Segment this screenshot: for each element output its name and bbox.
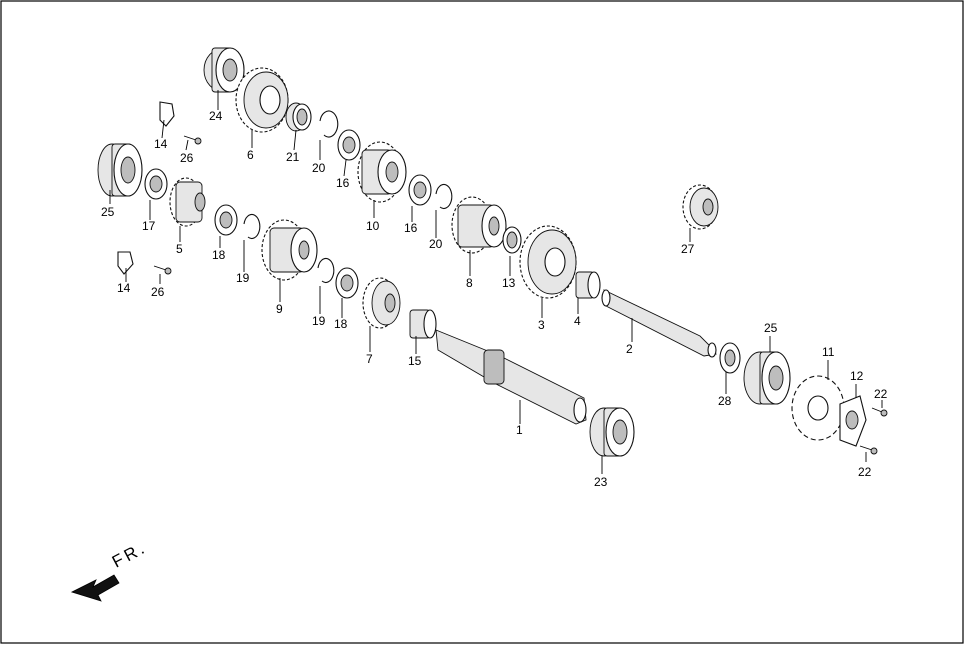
callout: 3 (538, 318, 545, 332)
part-18-splined-washer-2 (335, 267, 359, 299)
part-6-gear (235, 67, 289, 133)
callout: 5 (176, 242, 183, 256)
callout: 20 (312, 161, 326, 175)
callout: 28 (718, 394, 732, 408)
callout: 19 (236, 271, 250, 285)
part-14-plate-2 (117, 251, 134, 275)
part-24-bearing (203, 47, 245, 93)
part-22-bolt-2 (859, 445, 878, 455)
callout: 23 (594, 475, 608, 489)
part-3-gear (519, 225, 577, 299)
callout: 22 (874, 387, 888, 401)
part-26-bolt (183, 135, 202, 145)
part-1-main-shaft (435, 329, 587, 425)
part-5-gear (169, 177, 206, 227)
part-4-bushing (575, 271, 601, 299)
callout: 15 (408, 354, 422, 368)
callout: 4 (574, 314, 581, 328)
part-16-splined-washer-2 (408, 174, 432, 206)
callout: 19 (312, 314, 326, 328)
callout: 8 (466, 276, 473, 290)
part-22-bolt (871, 407, 888, 417)
callout: 14 (154, 137, 168, 151)
part-17-splined-washer (144, 168, 168, 200)
callout: 13 (502, 276, 516, 290)
callout: 16 (336, 176, 350, 190)
callout: 7 (366, 352, 373, 366)
callout: 17 (142, 219, 156, 233)
callout: 14 (117, 281, 131, 295)
part-12-plate (839, 395, 867, 447)
part-18-splined-washer (214, 204, 238, 236)
part-7-gear (362, 277, 401, 329)
callout: 25 (764, 321, 778, 335)
part-16-splined-washer (337, 129, 361, 161)
callout: 20 (429, 237, 443, 251)
callout: 11 (822, 345, 835, 359)
part-14-plate (159, 101, 175, 127)
callout-labels: 24 6 14 26 21 20 16 25 17 5 18 19 10 16 … (101, 109, 888, 489)
part-23-bearing (589, 407, 635, 457)
part-8-gear (451, 196, 507, 254)
callout: 27 (681, 242, 695, 256)
part-26-bolt-2 (153, 265, 172, 275)
callout: 26 (180, 151, 194, 165)
callout: 18 (334, 317, 348, 331)
callout: 26 (151, 285, 165, 299)
callout: 21 (286, 150, 300, 164)
front-direction-arrow-icon (70, 574, 120, 602)
callout: 9 (276, 302, 283, 316)
part-9-gear (261, 219, 318, 281)
callout: 2 (626, 342, 633, 356)
part-25-bearing-2 (743, 351, 791, 405)
part-19-circlip (243, 213, 261, 240)
leader-lines (109, 90, 883, 474)
callout: 16 (404, 221, 418, 235)
callout: 25 (101, 205, 115, 219)
part-27-gear (682, 184, 719, 230)
callout: 1 (516, 423, 523, 437)
callout: 12 (850, 369, 864, 383)
part-25-bearing (97, 143, 143, 197)
part-19-circlip-2 (317, 257, 335, 284)
callout: 18 (212, 248, 226, 262)
part-10-gear (357, 141, 407, 203)
part-20-circlip-2 (435, 183, 453, 210)
callout: 22 (858, 465, 872, 479)
part-20-circlip (319, 110, 339, 138)
part-15-bushing (409, 309, 437, 339)
part-28-washer (719, 342, 741, 374)
part-21-bushing (285, 102, 312, 132)
callout: 24 (209, 109, 223, 123)
part-2-counter-shaft (601, 289, 717, 358)
part-11-sprocket (791, 375, 845, 441)
part-13-washer (502, 226, 522, 254)
callout: 10 (366, 219, 380, 233)
callout: 6 (247, 148, 254, 162)
